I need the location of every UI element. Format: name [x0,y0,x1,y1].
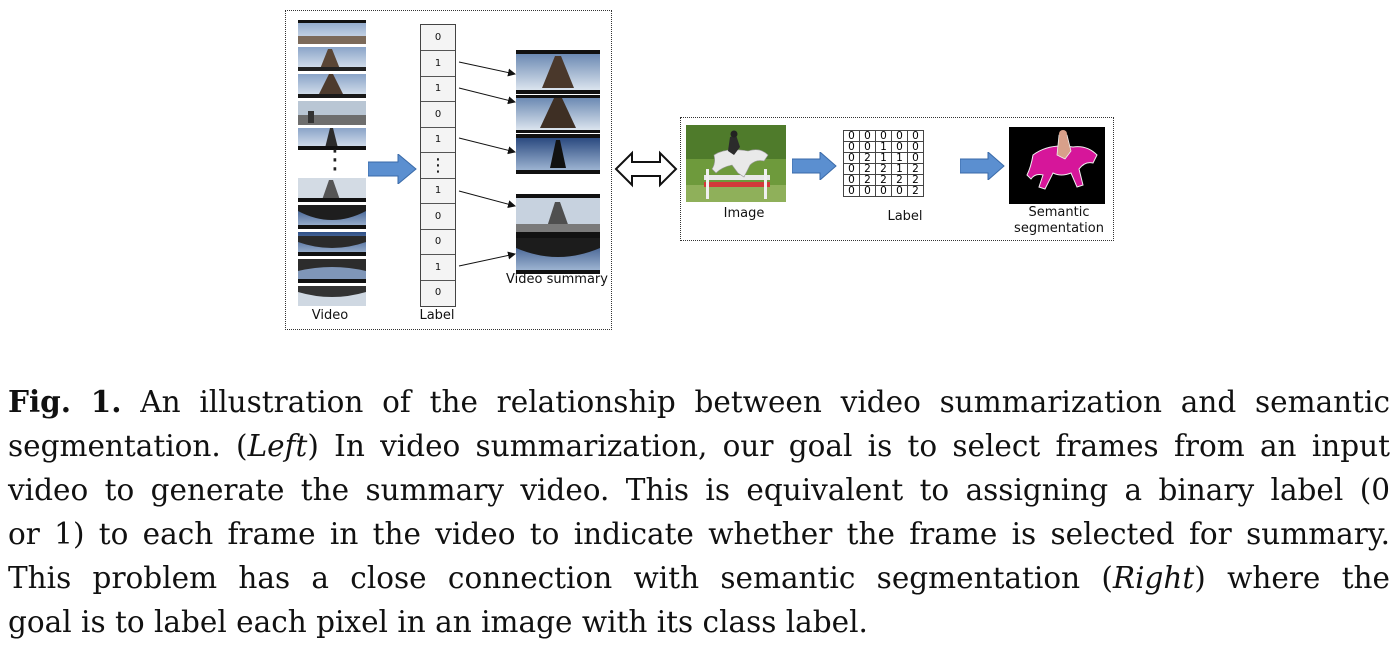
label-cell: 1 [421,76,455,102]
frame-10 [298,286,366,306]
segmentation-label-line2: segmentation [1014,221,1104,236]
frame-8 [298,232,366,256]
grid-cell: 2 [875,163,892,175]
horse-image [686,125,786,202]
caption-italic-left: Left [247,429,308,463]
segmentation-label-line1: Semantic [1028,205,1090,220]
grid-cell: 2 [859,152,876,164]
grid-cell: 1 [875,152,892,164]
caption-line-2: segmentation. (Left) In video summarizat… [8,424,1390,468]
segmentation-mask [1009,127,1105,204]
caption-text: segmentation. ( [8,429,248,463]
label-cell: 1 [421,255,455,281]
caption-text: An illustration of the relationship betw… [140,385,1390,419]
caption-figure-label: Fig. 1. [8,384,122,419]
grid-cell: 0 [843,174,860,186]
grid-cell: 0 [859,141,876,153]
image-label: Image [723,206,765,221]
grid-cell: 2 [875,174,892,186]
video-summarization-panel [285,10,612,330]
grid-cell: 0 [843,185,860,197]
caption-line-4: or 1) to each frame in the video to indi… [8,517,1390,551]
grid-cell: 2 [907,163,924,175]
frame-7 [298,205,366,229]
grid-cell: 0 [875,185,892,197]
summary-frame-1 [516,50,600,94]
grid-cell: 0 [859,185,876,197]
video-label: Video [311,308,349,323]
grid-cell: 1 [891,163,908,175]
caption-line-1: Fig. 1. An illustration of the relations… [8,380,1390,424]
selection-arrows [458,61,516,267]
arrow-image-to-label [792,152,837,180]
caption-text: ) where the [1194,561,1391,595]
frame-9 [298,259,366,283]
grid-cell: 2 [891,174,908,186]
summary-frame-3 [516,134,600,174]
binary-label-column: 0 1 1 0 1 ⋮ 1 0 0 1 0 [420,24,456,307]
caption-text: ) In video summarization, our goal is to… [307,429,1390,463]
grid-cell: 0 [907,141,924,153]
caption-text: This problem has a close connection with… [8,561,1113,595]
grid-cell: 0 [907,130,924,142]
grid-cell: 0 [859,130,876,142]
pixel-label-grid: 0 0 0 0 0 0 0 1 0 0 0 2 1 1 0 0 2 2 1 2 … [843,130,924,197]
grid-cell: 0 [891,130,908,142]
frame-2 [298,47,366,71]
label-grid-title: Label [887,209,923,224]
grid-cell: 2 [859,163,876,175]
label-cell: 0 [434,287,442,298]
frame-6 [298,178,366,202]
summary-frames [516,50,600,274]
grid-cell: 1 [875,141,892,153]
caption-line-3: video to generate the summary video. Thi… [8,473,1390,507]
grid-cell: 2 [907,185,924,197]
summary-frame-5 [516,236,600,274]
grid-cell: 0 [843,141,860,153]
summary-frame-2 [516,95,600,133]
grid-cell: 0 [891,185,908,197]
grid-cell: 1 [891,152,908,164]
caption-italic-right: Right [1112,561,1195,595]
label-cell: 1 [421,178,455,204]
frame-3 [298,74,366,98]
label-cell: 1 [421,127,455,153]
video-frames-top [298,20,366,150]
grid-cell: 0 [843,152,860,164]
grid-cell: 0 [891,141,908,153]
video-ellipsis: ⋮ [322,145,348,175]
label-cell: 1 [421,51,455,77]
figure-caption: Fig. 1. An illustration of the relations… [8,380,1390,644]
grid-cell: 0 [907,152,924,164]
label-cell: 0 [421,204,455,230]
label-column-title: Label [419,308,455,323]
grid-cell: 0 [843,130,860,142]
frame-4 [298,101,366,125]
video-summary-label: Video summary [506,272,608,287]
grid-cell: 2 [859,174,876,186]
caption-line-6: goal is to label each pixel in an image … [8,605,868,639]
frame-1 [298,20,366,44]
label-cell: 0 [421,229,455,255]
label-cell: 0 [421,102,455,128]
label-cell: 0 [421,25,455,51]
arrow-video-to-label [368,154,417,184]
frame-5 [298,128,366,150]
grid-cell: 0 [843,163,860,175]
caption-line-5: This problem has a close connection with… [8,556,1390,600]
grid-cell: 0 [875,130,892,142]
arrow-label-to-segmentation [960,152,1005,180]
grid-cell: 2 [907,174,924,186]
summary-frame-4 [516,194,600,236]
double-arrow [614,150,678,188]
label-cell-ellipsis: ⋮ [421,153,455,179]
semantic-segmentation-panel [680,117,1114,241]
video-frames-bottom [298,178,366,306]
